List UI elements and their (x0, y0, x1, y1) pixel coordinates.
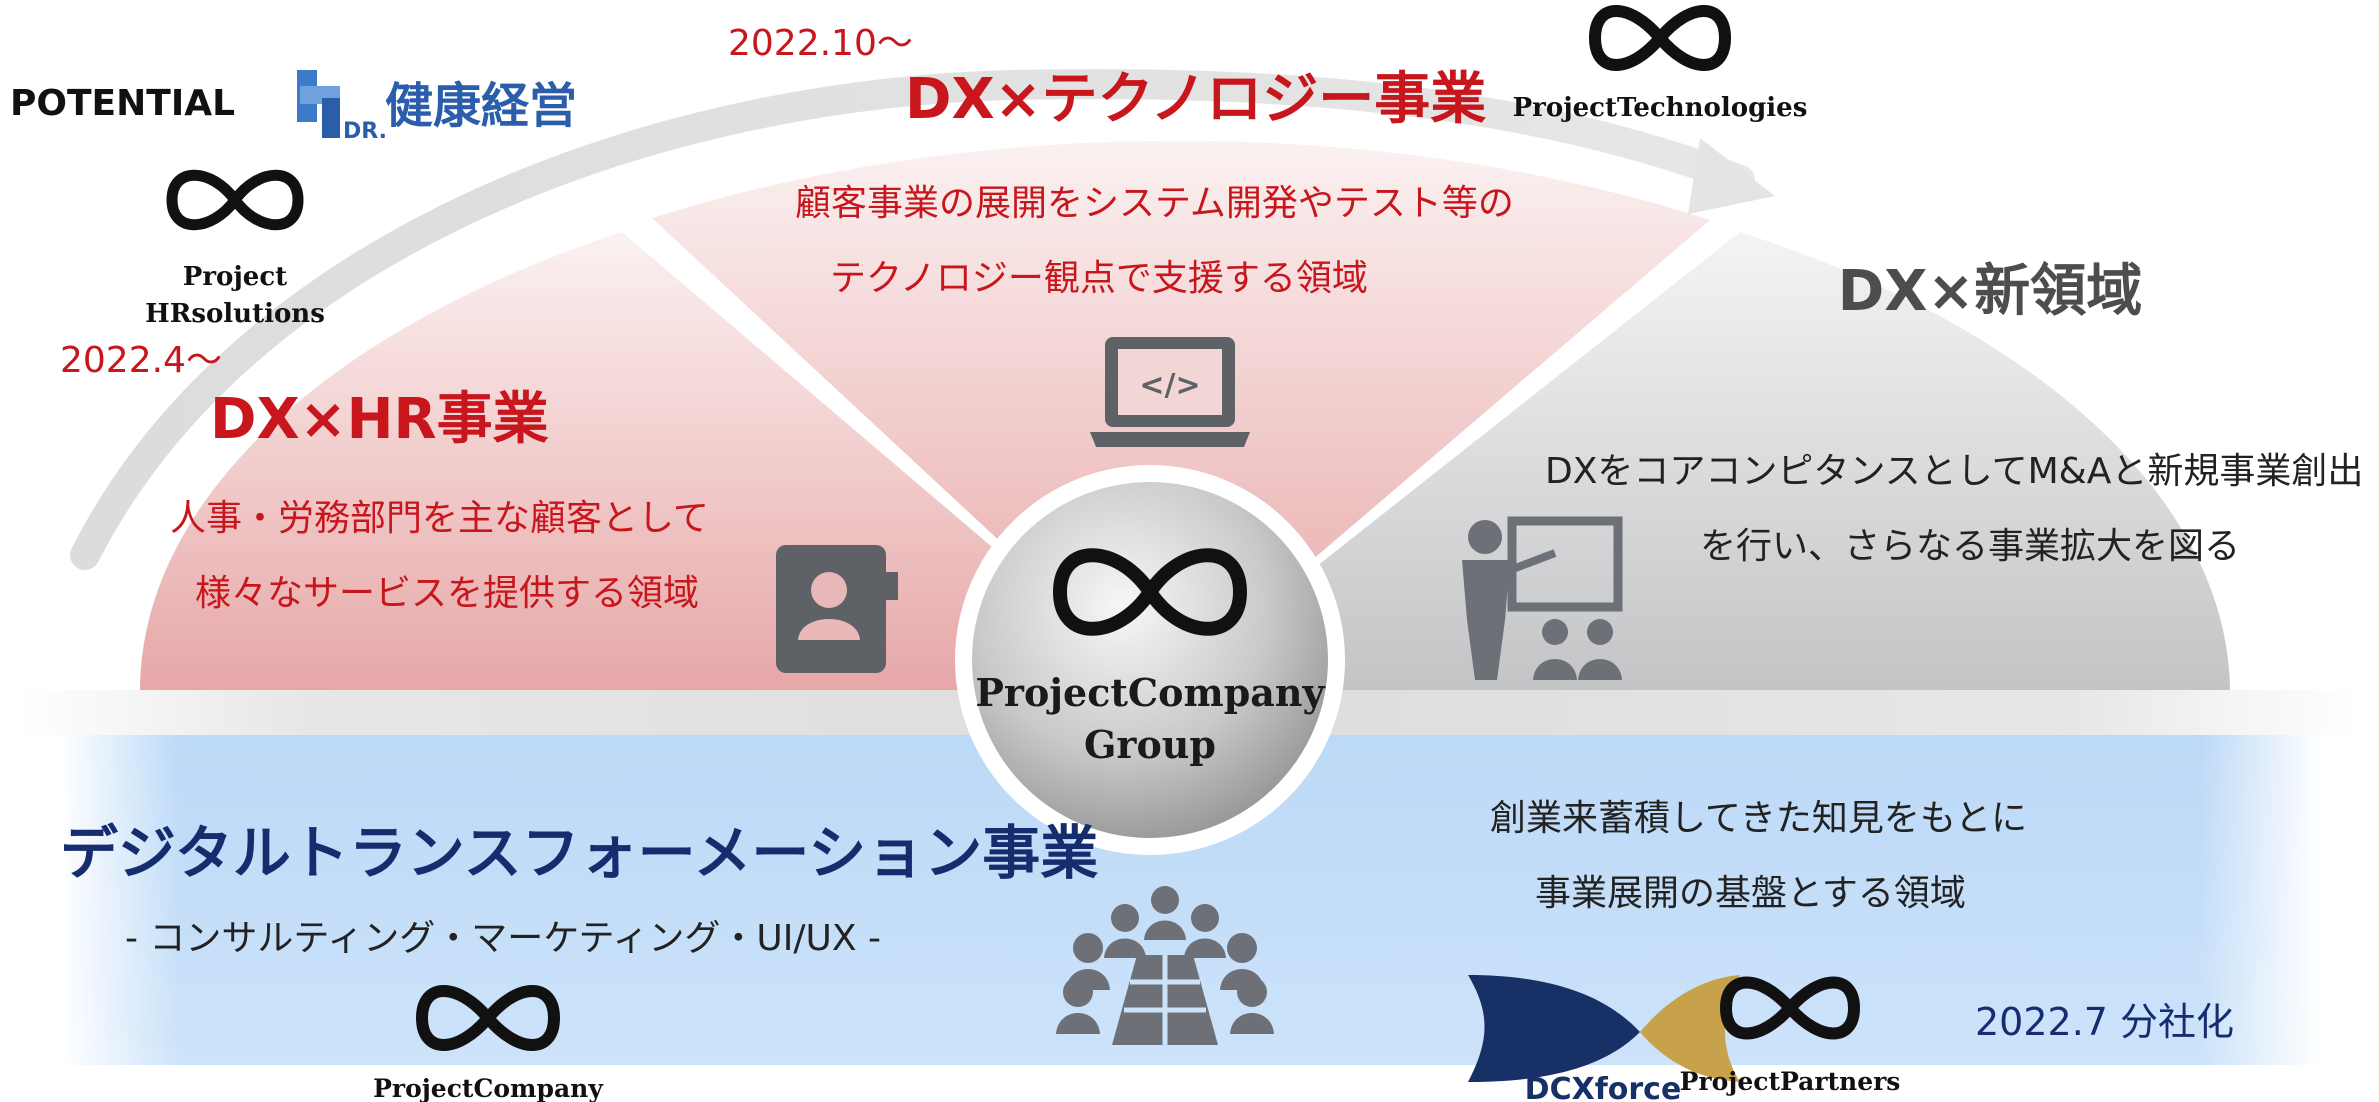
dcxforce-logo: DCXforce (1468, 975, 1740, 1102)
hrsolutions-label-line1: Project (183, 262, 287, 292)
new-domain-desc-line1: DXをコアコンピタンスとしてM&Aと新規事業創出 (1545, 451, 2363, 492)
tech-desc-line2: テクノロジー観点で支援する領域 (830, 258, 1368, 299)
new-domain-sector (1160, 232, 2230, 690)
dx-business-subtitle: - コンサルティング・マーケティング・UI/UX - (125, 918, 881, 959)
dx-business-title: デジタルトランスフォーメーション事業 (60, 819, 1098, 887)
id-card-icon (776, 545, 898, 673)
new-domain-desc-line2: を行い、さらなる事業拡大を図る (1700, 526, 2240, 567)
projectpartners-label: ProjectPartners (1680, 1067, 1901, 1096)
laptop-code-icon: </> (1090, 337, 1250, 447)
svg-text:</>: </> (1139, 368, 1200, 403)
center-infinity-icon (1052, 548, 1248, 636)
projectcompany-infinity-icon (415, 985, 561, 1051)
projecttechnologies-label: ProjectTechnologies (1513, 93, 1808, 123)
hrsolutions-infinity-icon (166, 169, 304, 231)
hr-start-date: 2022.4〜 (60, 340, 222, 381)
tech-start-date: 2022.10〜 (728, 23, 913, 64)
hr-business-title: DX×HR事業 (210, 387, 549, 452)
arrow-head (1688, 138, 1775, 214)
tech-desc-line1: 顧客事業の展開をシステム開発やテスト等の (795, 183, 1514, 224)
spinoff-date-label: 2022.7 分社化 (1975, 1000, 2234, 1044)
kenko-keiei-label: 健康経営 (385, 78, 577, 134)
projectpartners-infinity-icon (1719, 976, 1861, 1040)
tech-business-title: DX×テクノロジー事業 (905, 67, 1486, 132)
hr-sector (140, 232, 1160, 690)
dx-desc-line2: 事業展開の基盤とする領域 (1535, 873, 1966, 914)
projecttechnologies-infinity-icon (1588, 5, 1732, 71)
kenko-keiei-logo: DR. 健康経営 (297, 70, 577, 144)
growth-arc-arrow (70, 69, 1755, 570)
dx-desc-line1: 創業来蓄積してきた知見をもとに (1490, 798, 2027, 839)
presentation-icon (1462, 516, 1623, 680)
projectcompany-label: ProjectCompany (373, 1074, 604, 1102)
center-label-line1: ProjectCompany (975, 670, 1325, 715)
new-domain-title: DX×新領域 (1838, 259, 2143, 324)
potential-label: POTENTIAL (10, 83, 235, 124)
center-sphere (972, 482, 1328, 838)
meeting-table-icon (1056, 886, 1274, 1045)
hrsolutions-label-line2: HRsolutions (145, 299, 325, 329)
hr-desc-line1: 人事・労務部門を主な顧客として (170, 498, 709, 539)
center-label-line2: Group (1084, 722, 1216, 767)
hr-desc-line2: 様々なサービスを提供する領域 (195, 573, 699, 614)
svg-text:DR.: DR. (343, 119, 387, 144)
dcxforce-label: DCXforce (1525, 1072, 1682, 1102)
